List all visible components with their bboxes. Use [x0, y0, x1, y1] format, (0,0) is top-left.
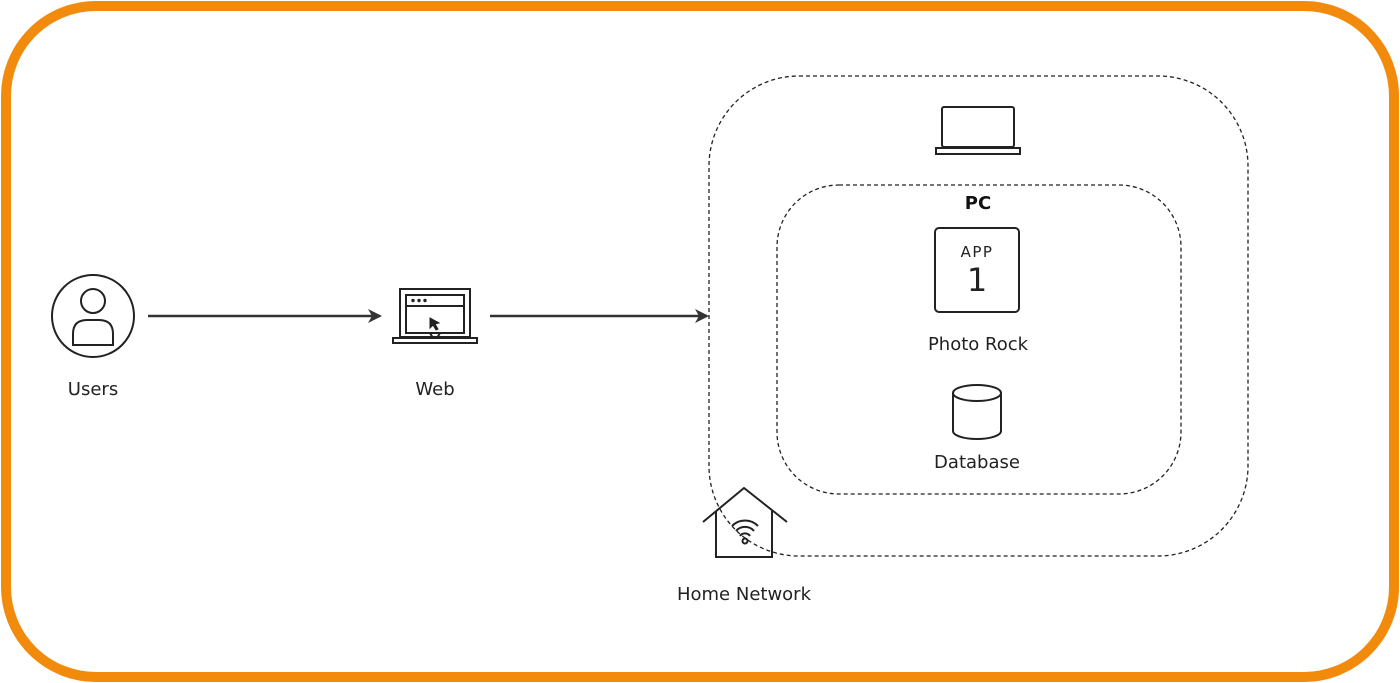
browser-laptop-icon	[392, 288, 478, 344]
laptop-icon	[935, 106, 1021, 155]
app-badge-top: APP	[961, 243, 994, 261]
pc-title: PC	[964, 193, 992, 214]
home-network-label: Home Network	[676, 584, 812, 605]
app-badge-number: 1	[967, 261, 987, 299]
database-label: Database	[934, 452, 1020, 473]
web-label: Web	[415, 379, 455, 400]
app-icon: APP 1	[934, 227, 1020, 313]
browser-dots	[411, 298, 427, 303]
user-icon	[51, 274, 135, 358]
home-wifi-icon	[702, 486, 788, 558]
pc-group	[776, 184, 1182, 495]
home-network-group	[708, 75, 1249, 557]
app-label: Photo Rock	[927, 334, 1029, 355]
database-icon	[952, 384, 1002, 440]
users-label: Users	[67, 379, 119, 400]
